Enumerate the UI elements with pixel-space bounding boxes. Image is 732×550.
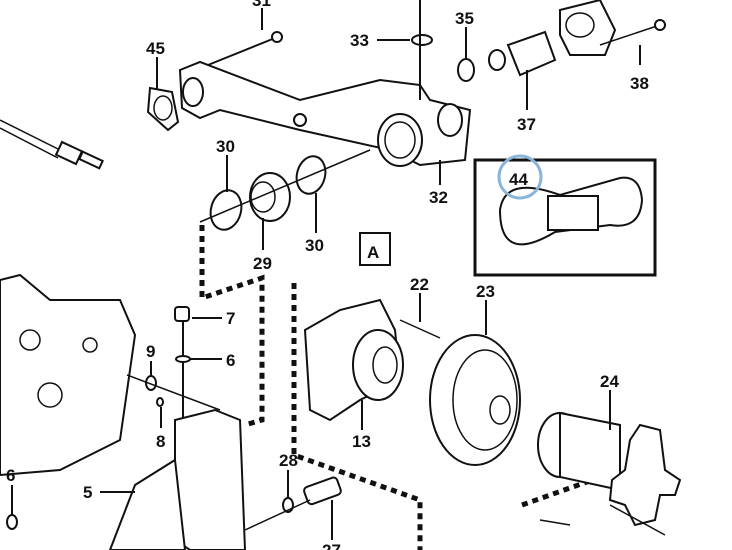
callout-29: 29 xyxy=(253,254,272,273)
pulley xyxy=(429,334,521,466)
leader-lines xyxy=(11,27,641,540)
bolt-31 xyxy=(207,8,283,66)
engine-block xyxy=(0,273,137,477)
callout-8: 8 xyxy=(156,432,165,451)
sensor-rod xyxy=(0,119,104,170)
gasket-45 xyxy=(146,86,180,132)
callout-33: 33 xyxy=(350,31,369,50)
drive-belt-inset xyxy=(473,154,657,277)
callout-32: 32 xyxy=(429,188,448,207)
callout-6-upper: 6 xyxy=(226,351,235,370)
callout-44: 44 xyxy=(509,170,528,189)
callout-22: 22 xyxy=(410,275,429,294)
callout-6-lower: 6 xyxy=(6,466,15,485)
fan-hub xyxy=(537,411,682,536)
bracket-housing xyxy=(6,306,342,550)
coolant-pipe xyxy=(178,60,472,167)
callout-9: 9 xyxy=(146,342,155,361)
callout-a: A xyxy=(367,243,379,262)
callout-23: 23 xyxy=(476,282,495,301)
callout-27: 27 xyxy=(322,541,341,550)
callout-35: 35 xyxy=(455,9,474,28)
callout-45: 45 xyxy=(146,39,165,58)
callout-24: 24 xyxy=(600,372,619,391)
seals-and-nipple xyxy=(199,149,371,231)
reference-box-a xyxy=(359,232,391,266)
callout-7: 7 xyxy=(226,309,235,328)
callout-31: 31 xyxy=(252,0,271,10)
callout-37: 37 xyxy=(517,115,536,134)
callout-5: 5 xyxy=(83,483,92,502)
callout-38: 38 xyxy=(630,74,649,93)
callout-30-left: 30 xyxy=(216,137,235,156)
callout-28: 28 xyxy=(279,451,298,470)
callout-13: 13 xyxy=(352,432,371,451)
thermostat-assembly xyxy=(411,0,666,100)
water-pump xyxy=(303,298,441,422)
callout-30-right: 30 xyxy=(305,236,324,255)
